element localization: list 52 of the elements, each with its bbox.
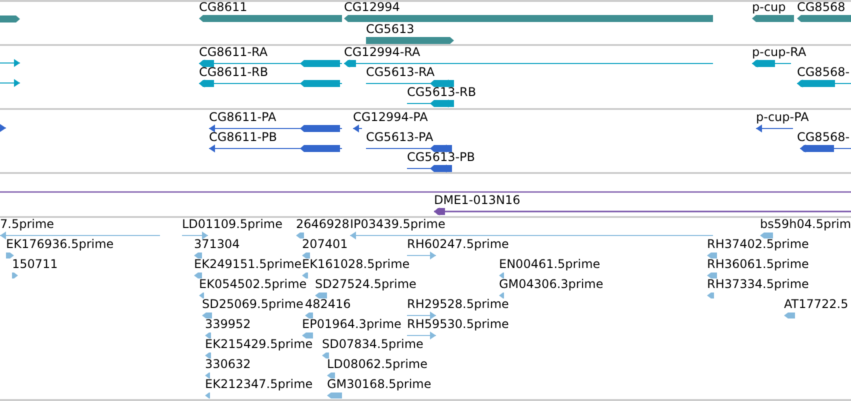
feature-label: RH60247.5prime <box>407 237 509 251</box>
feature-label: p-cup-PA <box>756 110 809 124</box>
feature-label: AT17722.5 <box>784 297 848 311</box>
feature-label: 339952 <box>205 317 251 331</box>
feature-label: CG5613-PB <box>407 150 476 164</box>
feature-label: GM04306.3prime <box>499 277 604 291</box>
feature-label: CG5613-PA <box>366 130 434 144</box>
feature-label: EP01964.3prime <box>302 317 402 331</box>
feature-label: CG8611-RB <box>199 65 268 79</box>
feature-label: EK161028.5prime <box>302 257 410 271</box>
feature-label: p-cup-RA <box>752 45 806 59</box>
feature-label: LD01109.5prime <box>182 217 283 231</box>
feature-label: CG5613 <box>366 22 414 36</box>
feature-label: EK212347.5prime <box>205 377 313 391</box>
feature-label: RH29528.5prime <box>407 297 509 311</box>
feature-label: DME1-013N16 <box>434 193 520 207</box>
feature-label: SD27524.5prime <box>315 277 416 291</box>
feature-label: bs59h04.5prim <box>760 217 851 231</box>
feature-label: EN00461.5prime <box>499 257 600 271</box>
feature-label: 330632 <box>205 357 251 371</box>
feature-label: 482416 <box>305 297 351 311</box>
feature-label: 371304 <box>194 237 240 251</box>
feature-label: RH37334.5prime <box>707 277 809 291</box>
feature-label: CG5613-RB <box>407 85 476 99</box>
feature-label: EK215429.5prime <box>205 337 313 351</box>
feature-label: EK176936.5prime <box>6 237 114 251</box>
feature-label: CG12994-RA <box>344 45 420 59</box>
feature-label: CG8611-RA <box>199 45 268 59</box>
feature-label: EK054502.5prime <box>199 277 307 291</box>
feature-label: RH36061.5prime <box>707 257 809 271</box>
feature-label: CG12994-PA <box>353 110 428 124</box>
feature-label: GM30168.5prime <box>327 377 432 391</box>
feature-label: 150711 <box>12 257 58 271</box>
feature-label: CG8568 <box>797 0 846 14</box>
feature-label: CG8568- <box>797 130 850 144</box>
feature-label: 2646928 <box>296 217 350 231</box>
feature-label: SD25069.5prime <box>202 297 304 311</box>
feature-label: CG8611 <box>199 0 248 14</box>
feature-label: CG8568- <box>797 65 850 79</box>
feature-label: CG8611-PB <box>209 130 278 144</box>
feature-label: CG5613-RA <box>366 65 435 79</box>
feature-label: IP03439.5prime <box>350 217 446 231</box>
feature-label: SD07834.5prime <box>322 337 424 351</box>
feature-label: LD08062.5prime <box>327 357 428 371</box>
feature-label: EK249151.5prime <box>194 257 302 271</box>
feature-label: CG8611-PA <box>209 110 276 124</box>
feature-label: CG12994 <box>344 0 400 14</box>
feature-label: RH59530.5prime <box>407 317 509 331</box>
feature-label: 207401 <box>302 237 348 251</box>
feature-label: p-cup <box>752 0 786 14</box>
feature-label: RH37402.5prime <box>707 237 809 251</box>
feature-label: 7.5prime <box>0 217 54 231</box>
